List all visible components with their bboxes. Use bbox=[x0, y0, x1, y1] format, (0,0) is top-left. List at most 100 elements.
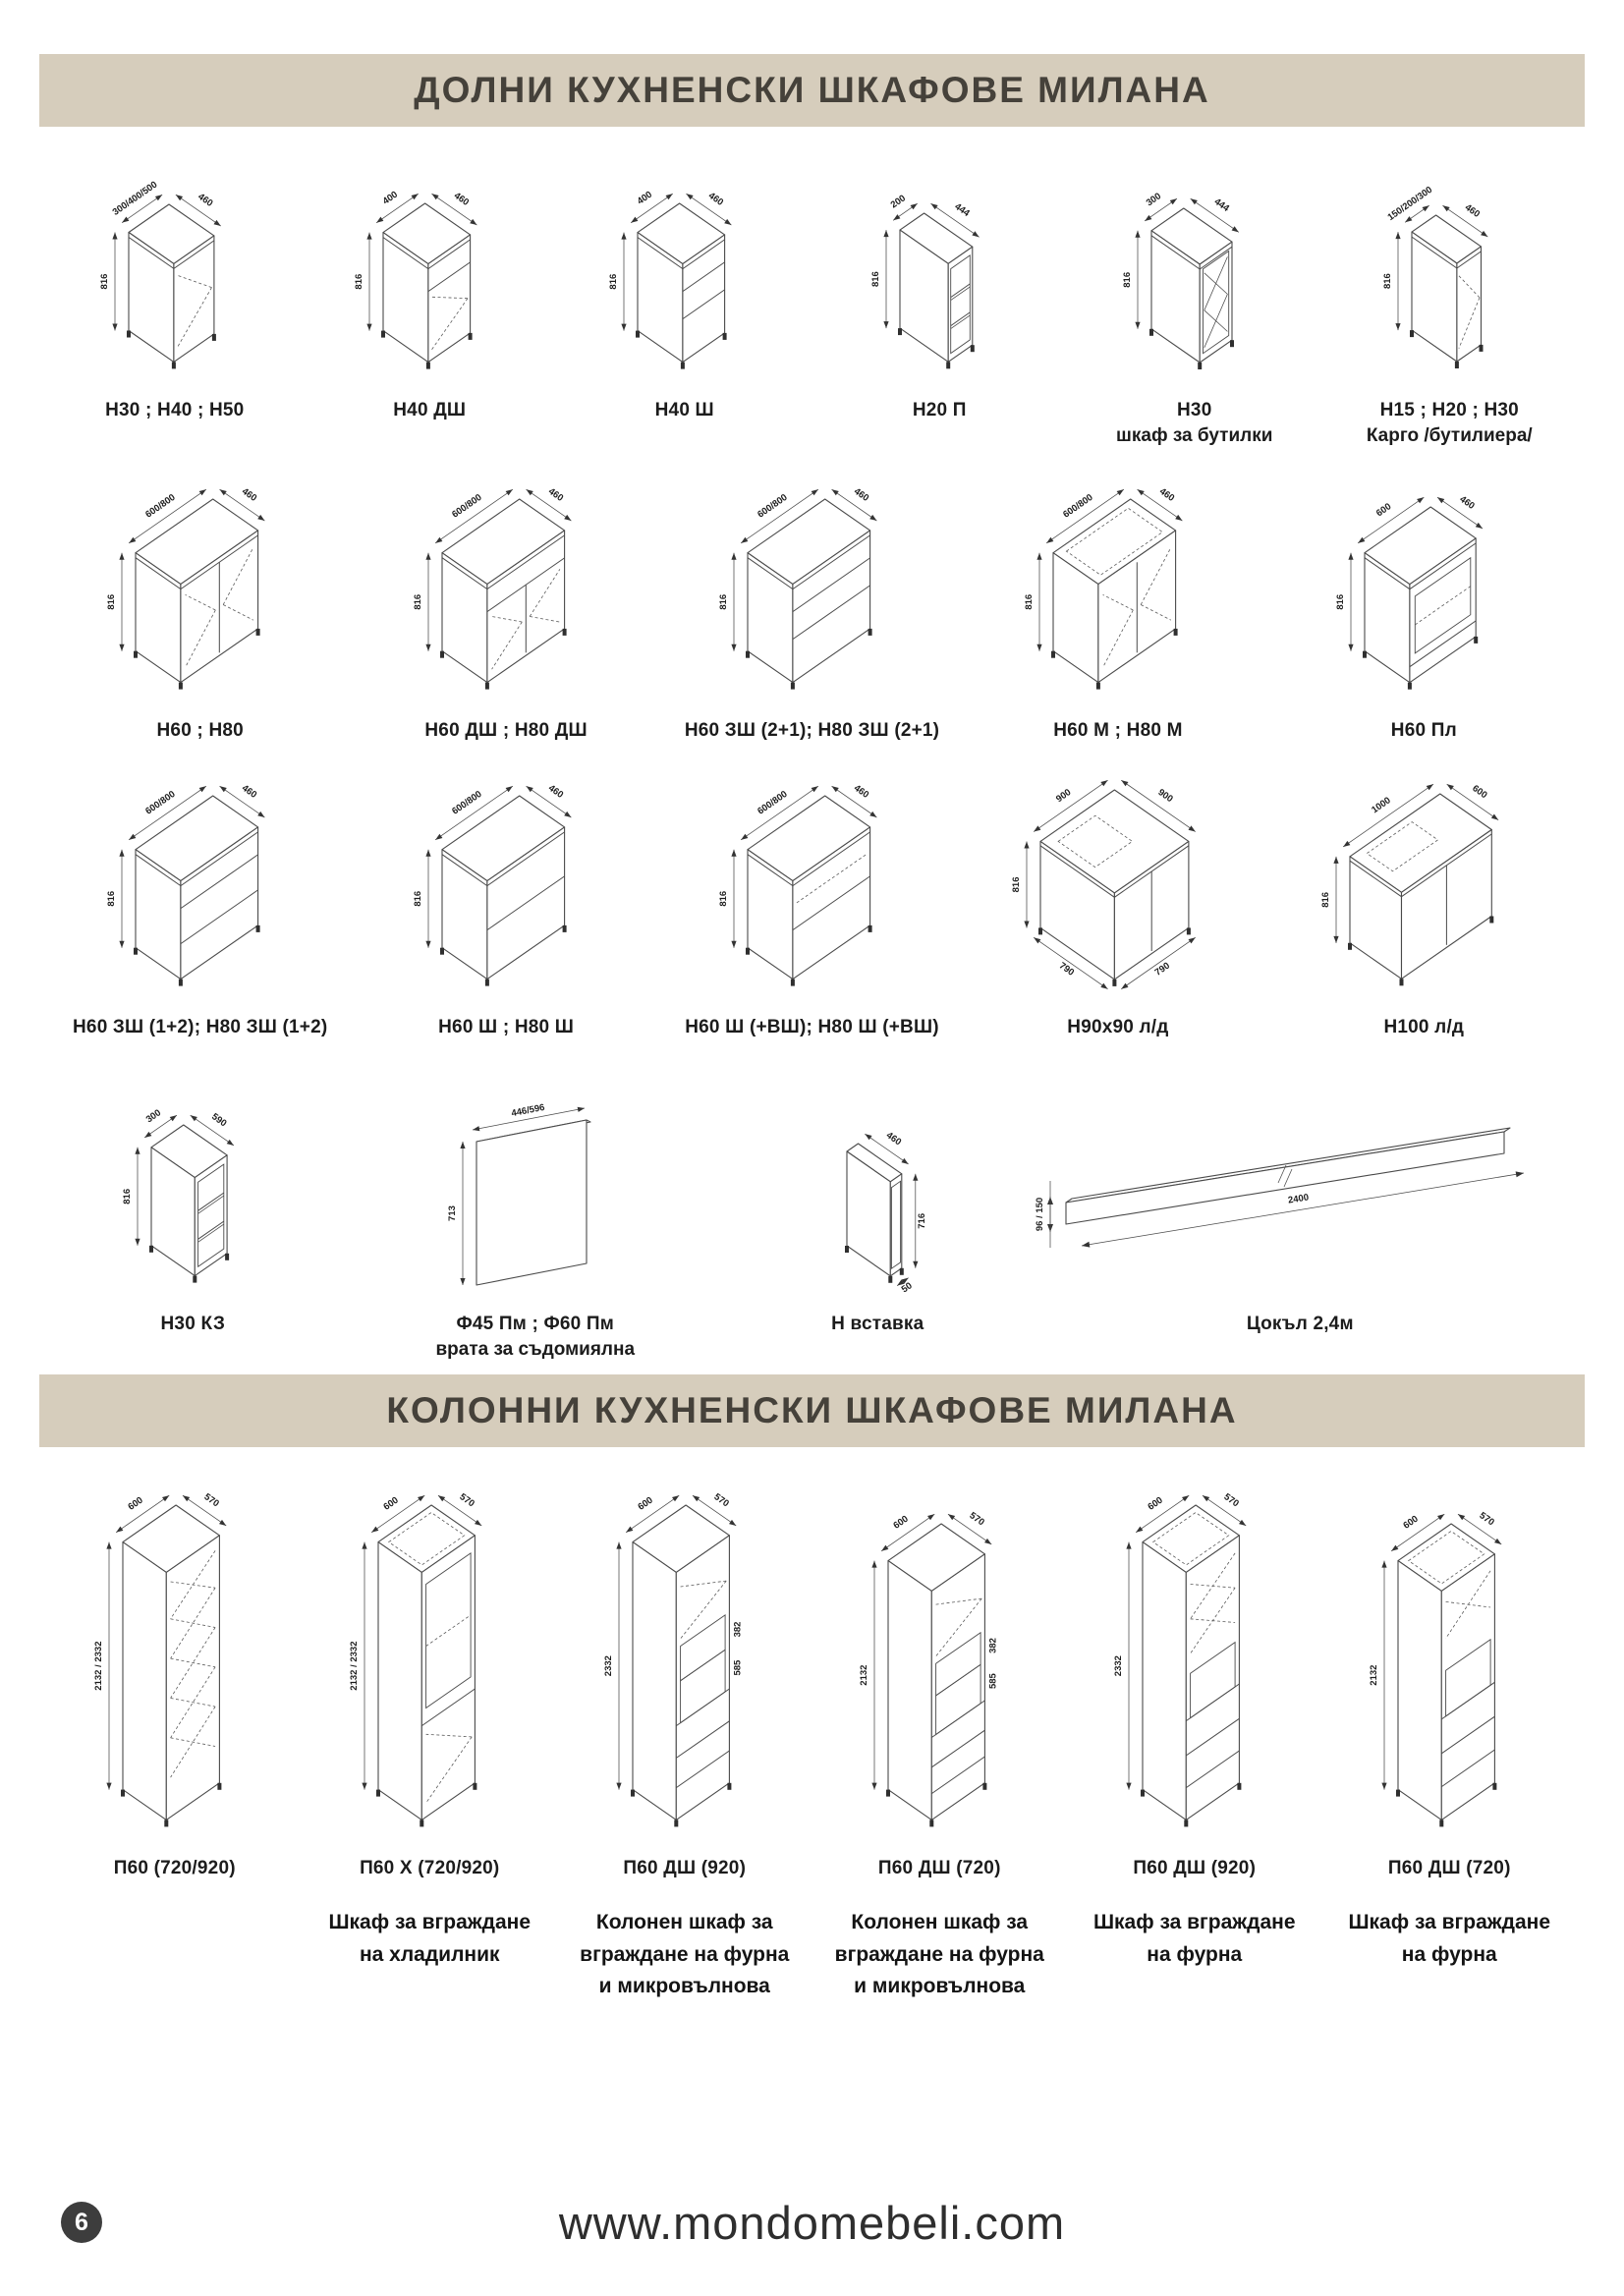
product-code-label: Н60 ЗШ (1+2); Н80 ЗШ (1+2) bbox=[73, 1017, 328, 1037]
svg-text:585: 585 bbox=[987, 1672, 998, 1689]
section-title-banner: КОЛОННИ КУХНЕНСКИ ШКАФОВЕ МИЛАНА bbox=[39, 1374, 1585, 1447]
svg-text:1000: 1000 bbox=[1370, 795, 1393, 815]
svg-text:2400: 2400 bbox=[1287, 1192, 1310, 1205]
svg-text:816: 816 bbox=[1011, 877, 1022, 893]
product-code-label: Н40 Ш bbox=[654, 400, 714, 420]
product-code-label: Н30 bbox=[1177, 400, 1212, 420]
svg-text:460: 460 bbox=[546, 486, 565, 504]
svg-text:600/800: 600/800 bbox=[756, 492, 789, 521]
product-code-sublabel: врата за съдомиялна bbox=[435, 1339, 636, 1360]
svg-text:816: 816 bbox=[718, 594, 729, 610]
svg-text:2132 / 2332: 2132 / 2332 bbox=[349, 1642, 360, 1691]
section-title-banner: ДОЛНИ КУХНЕНСКИ ШКАФОВЕ МИЛАНА bbox=[39, 54, 1585, 127]
product-code-label: Н60 Ш (+ВШ); Н80 Ш (+ВШ) bbox=[685, 1017, 939, 1037]
product-code-label: Н30 КЗ bbox=[160, 1314, 226, 1334]
product-code-label: П60 ДШ (720) bbox=[1387, 1858, 1511, 1878]
cabinet-drawing: 2400 96 / 150 bbox=[1033, 1054, 1568, 1306]
svg-text:50: 50 bbox=[900, 1280, 915, 1295]
svg-text:300: 300 bbox=[1145, 191, 1163, 208]
product-code-label: П60 (720/920) bbox=[113, 1858, 236, 1878]
svg-text:96 / 150: 96 / 150 bbox=[1035, 1198, 1045, 1231]
svg-text:816: 816 bbox=[413, 594, 423, 610]
product-code-label: Н60 ДШ ; Н80 ДШ bbox=[424, 720, 588, 741]
product-code-label: Ф45 Пм ; Ф60 Пм bbox=[456, 1314, 615, 1334]
svg-text:444: 444 bbox=[953, 201, 973, 220]
svg-text:816: 816 bbox=[608, 274, 619, 290]
svg-text:600/800: 600/800 bbox=[450, 789, 483, 817]
svg-text:816: 816 bbox=[1024, 594, 1035, 610]
product-code-sublabel: Карго /бутилиера/ bbox=[1366, 425, 1533, 446]
svg-text:570: 570 bbox=[457, 1491, 476, 1509]
svg-text:570: 570 bbox=[1477, 1510, 1495, 1528]
svg-text:590: 590 bbox=[210, 1111, 229, 1129]
svg-text:816: 816 bbox=[106, 594, 117, 610]
svg-text:816: 816 bbox=[1122, 272, 1133, 288]
svg-text:585: 585 bbox=[733, 1659, 744, 1676]
svg-text:600: 600 bbox=[1374, 501, 1393, 519]
website-url: www.mondomebeli.com bbox=[558, 2197, 1066, 2249]
section-title: КОЛОННИ КУХНЕНСКИ ШКАФОВЕ МИЛАНА bbox=[386, 1390, 1238, 1430]
svg-text:460: 460 bbox=[240, 486, 258, 504]
svg-text:460: 460 bbox=[546, 783, 565, 801]
product-code-label: Н90х90 л/д bbox=[1067, 1017, 1169, 1037]
product-code-label: Цокъл 2,4м bbox=[1246, 1314, 1354, 1334]
svg-text:460: 460 bbox=[452, 191, 471, 208]
svg-text:200: 200 bbox=[889, 193, 908, 210]
svg-text:300/400/500: 300/400/500 bbox=[111, 180, 160, 218]
svg-text:600/800: 600/800 bbox=[756, 789, 789, 817]
svg-text:460: 460 bbox=[1157, 486, 1176, 504]
svg-text:600: 600 bbox=[381, 1495, 400, 1513]
svg-text:600: 600 bbox=[127, 1495, 145, 1513]
svg-text:900: 900 bbox=[1156, 787, 1175, 805]
product-code-label: Н20 П bbox=[912, 400, 967, 420]
svg-text:570: 570 bbox=[202, 1491, 221, 1509]
svg-text:816: 816 bbox=[122, 1189, 133, 1204]
product-code-label: Н60 ; Н80 bbox=[156, 720, 244, 741]
